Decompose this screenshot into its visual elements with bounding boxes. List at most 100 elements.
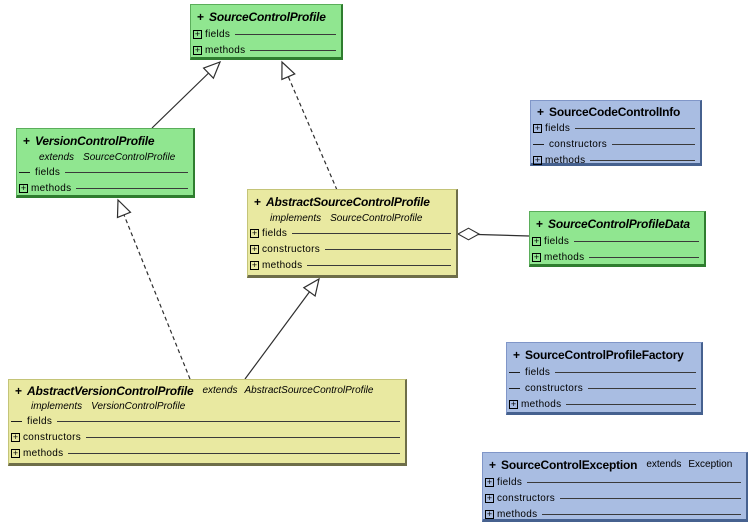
empty-dash-icon	[11, 420, 22, 422]
expand-plus-icon[interactable]	[485, 509, 494, 519]
member-rule	[588, 387, 696, 389]
member-rule	[68, 452, 400, 454]
member-row-constructors[interactable]: constructors	[248, 241, 456, 257]
empty-dash-icon	[19, 171, 30, 173]
realization-abstractversioncontrolprofile-to-versioncontrolprofile[interactable]	[116, 198, 191, 380]
member-rule	[527, 481, 741, 483]
member-label: methods	[521, 398, 562, 410]
expand-plus-icon[interactable]	[250, 260, 259, 270]
member-row-fields[interactable]: fields	[9, 413, 405, 429]
class-name: SourceCodeControlInfo	[549, 104, 681, 119]
member-rule	[612, 143, 695, 145]
expand-plus-icon[interactable]	[11, 448, 20, 458]
member-row-fields[interactable]: fields	[507, 364, 701, 380]
expand-plus-icon[interactable]	[509, 399, 518, 409]
generalization-abstractversioncontrolprofile-to-abstractsourcecontrolprofile[interactable]	[244, 277, 320, 380]
member-rule	[86, 436, 400, 438]
member-row-methods[interactable]: methods	[531, 152, 700, 168]
expand-plus-icon[interactable]	[19, 183, 28, 193]
class-box-versioncontrolprofile[interactable]: + VersionControlProfile extends SourceCo…	[16, 128, 195, 198]
class-box-sourcecodecontrolinfo[interactable]: + SourceCodeControlInfo fields construct…	[530, 100, 702, 166]
member-label: fields	[545, 122, 571, 134]
class-name: AbstractVersionControlProfile	[27, 383, 194, 398]
expand-plus-icon[interactable]	[250, 228, 259, 238]
class-name: SourceControlException	[501, 457, 638, 472]
empty-dash-icon	[509, 387, 520, 389]
member-row-constructors[interactable]: constructors	[483, 490, 746, 506]
class-title: + AbstractSourceControlProfile	[248, 190, 456, 211]
member-label: constructors	[23, 431, 82, 443]
member-row-constructors[interactable]: constructors	[9, 429, 405, 445]
member-label: methods	[545, 154, 586, 166]
visibility-plus: +	[15, 383, 23, 398]
member-row-methods[interactable]: methods	[530, 249, 704, 265]
member-row-methods[interactable]: methods	[248, 257, 456, 273]
class-title: + SourceControlProfile	[191, 5, 341, 26]
class-name: SourceControlProfile	[209, 9, 326, 24]
expand-plus-icon[interactable]	[532, 252, 541, 262]
visibility-plus: +	[23, 133, 31, 148]
class-box-sourcecontrolprofiledata[interactable]: + SourceControlProfileData fields method…	[529, 211, 706, 267]
member-row-fields[interactable]: fields	[17, 164, 193, 180]
member-row-fields[interactable]: fields	[191, 26, 341, 42]
member-row-fields[interactable]: fields	[531, 120, 700, 136]
extends-clause: extends SourceControlProfile	[39, 151, 176, 163]
expand-plus-icon[interactable]	[193, 45, 202, 55]
member-label: fields	[497, 476, 523, 488]
member-row-methods[interactable]: methods	[507, 396, 701, 412]
expand-plus-icon[interactable]	[533, 123, 542, 133]
expand-plus-icon[interactable]	[485, 477, 494, 487]
member-row-fields[interactable]: fields	[248, 225, 456, 241]
member-label: fields	[544, 235, 570, 247]
member-row-constructors[interactable]: constructors	[507, 380, 701, 396]
member-row-fields[interactable]: fields	[483, 474, 746, 490]
expand-plus-icon[interactable]	[11, 432, 20, 442]
expand-plus-icon[interactable]	[485, 493, 494, 503]
member-rule	[542, 513, 741, 515]
member-label: constructors	[525, 382, 584, 394]
member-rule	[292, 232, 451, 234]
class-box-sourcecontrolprofile[interactable]: + SourceControlProfile fields methods	[190, 4, 343, 60]
class-name: VersionControlProfile	[35, 133, 155, 148]
class-box-sourcecontrolprofilefactory[interactable]: + SourceControlProfileFactory fields con…	[506, 342, 703, 415]
member-row-methods[interactable]: methods	[17, 180, 193, 196]
member-rule	[235, 33, 336, 35]
member-label: fields	[262, 227, 288, 239]
member-row-fields[interactable]: fields	[530, 233, 704, 249]
expand-plus-icon[interactable]	[532, 236, 541, 246]
aggregation-line-abstractsourcecontrolprofile-to-sourcecontrolprofiledata[interactable]	[477, 233, 530, 237]
member-rule	[575, 127, 695, 129]
expand-plus-icon[interactable]	[193, 29, 202, 39]
implements-clause: implements VersionControlProfile	[31, 400, 186, 412]
member-label: methods	[23, 447, 64, 459]
visibility-plus: +	[197, 9, 205, 24]
member-row-methods[interactable]: methods	[191, 42, 341, 58]
class-title: + SourceCodeControlInfo	[531, 101, 700, 120]
member-rule	[589, 256, 699, 258]
class-box-abstractsourcecontrolprofile[interactable]: + AbstractSourceControlProfile implement…	[247, 189, 458, 278]
realization-abstractsourcecontrolprofile-to-sourcecontrolprofile[interactable]	[281, 60, 338, 191]
member-label: fields	[205, 28, 231, 40]
member-rule	[57, 420, 400, 422]
member-row-constructors[interactable]: constructors	[531, 136, 700, 152]
member-rule	[574, 240, 699, 242]
member-rule	[560, 497, 741, 499]
expand-plus-icon[interactable]	[533, 155, 542, 165]
member-label: constructors	[549, 138, 608, 150]
expand-plus-icon[interactable]	[250, 244, 259, 254]
member-rule	[325, 248, 451, 250]
member-label: methods	[544, 251, 585, 263]
member-label: constructors	[262, 243, 321, 255]
member-rule	[76, 187, 188, 189]
member-row-methods[interactable]: methods	[9, 445, 405, 461]
member-row-methods[interactable]: methods	[483, 506, 746, 522]
aggregation-diamond-icon	[456, 227, 481, 241]
visibility-plus: +	[513, 347, 521, 362]
generalization-versioncontrolprofile-to-sourcecontrolprofile[interactable]	[151, 60, 222, 129]
